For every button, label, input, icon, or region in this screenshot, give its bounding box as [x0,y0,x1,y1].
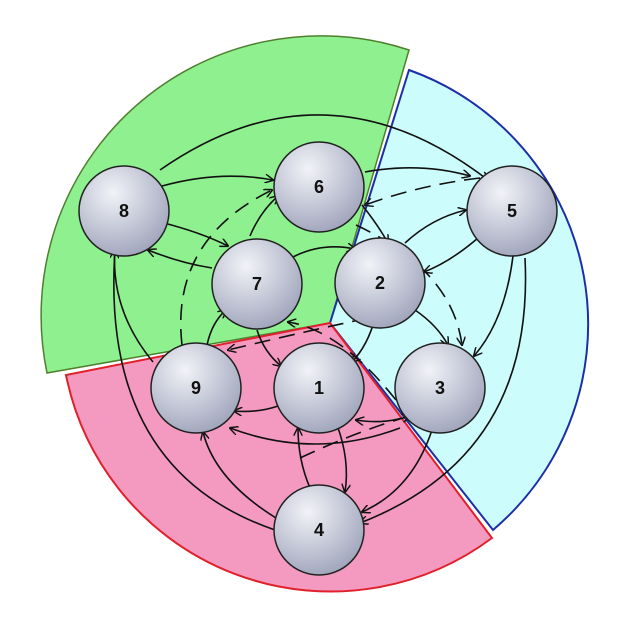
edge-8-5 [159,114,488,180]
edge-4-8 [114,250,276,531]
edge-7-2 [292,247,355,258]
node-3: 3 [394,342,486,434]
edge-1-4 [336,424,346,492]
node-1: 1 [273,342,365,434]
node-label-5: 5 [507,201,517,221]
node-label-8: 8 [119,201,129,221]
edge-4-3 [299,416,410,459]
edge-3-4 [362,429,433,512]
node-9: 9 [150,342,242,434]
edges [114,114,527,531]
edge-4-1 [298,428,311,489]
sector-green [40,35,410,374]
node-6: 6 [273,141,365,233]
edge-5-6 [365,177,481,205]
edge-2-5 [404,210,466,244]
node-label-2: 2 [375,273,385,293]
node-label-3: 3 [435,378,445,398]
node-2: 2 [334,237,426,329]
edge-5-3 [474,255,514,356]
node-5: 5 [466,165,558,257]
node-label-9: 9 [191,378,201,398]
edge-8-6 [161,176,273,187]
edge-6-5 [364,167,470,176]
edge-1-9 [234,405,279,411]
edge-7-8 [148,250,213,269]
node-label-4: 4 [314,520,324,540]
edge-5-2 [424,237,479,272]
nodes: 8 6 5 7 2 9 1 3 [78,141,558,576]
edge-5-4 [360,257,527,523]
node-label-1: 1 [314,378,324,398]
edge-2-3 [414,309,448,345]
edge-3-9 [230,428,401,445]
node-8: 8 [78,165,170,257]
edge-2-9 [228,317,369,350]
edge-3-7 [288,322,397,401]
edge-4-9 [203,432,277,519]
node-7: 7 [211,238,303,330]
node-label-6: 6 [314,177,324,197]
node-label-7: 7 [252,274,262,294]
node-4: 4 [273,484,365,576]
edge-7-1 [256,329,281,366]
